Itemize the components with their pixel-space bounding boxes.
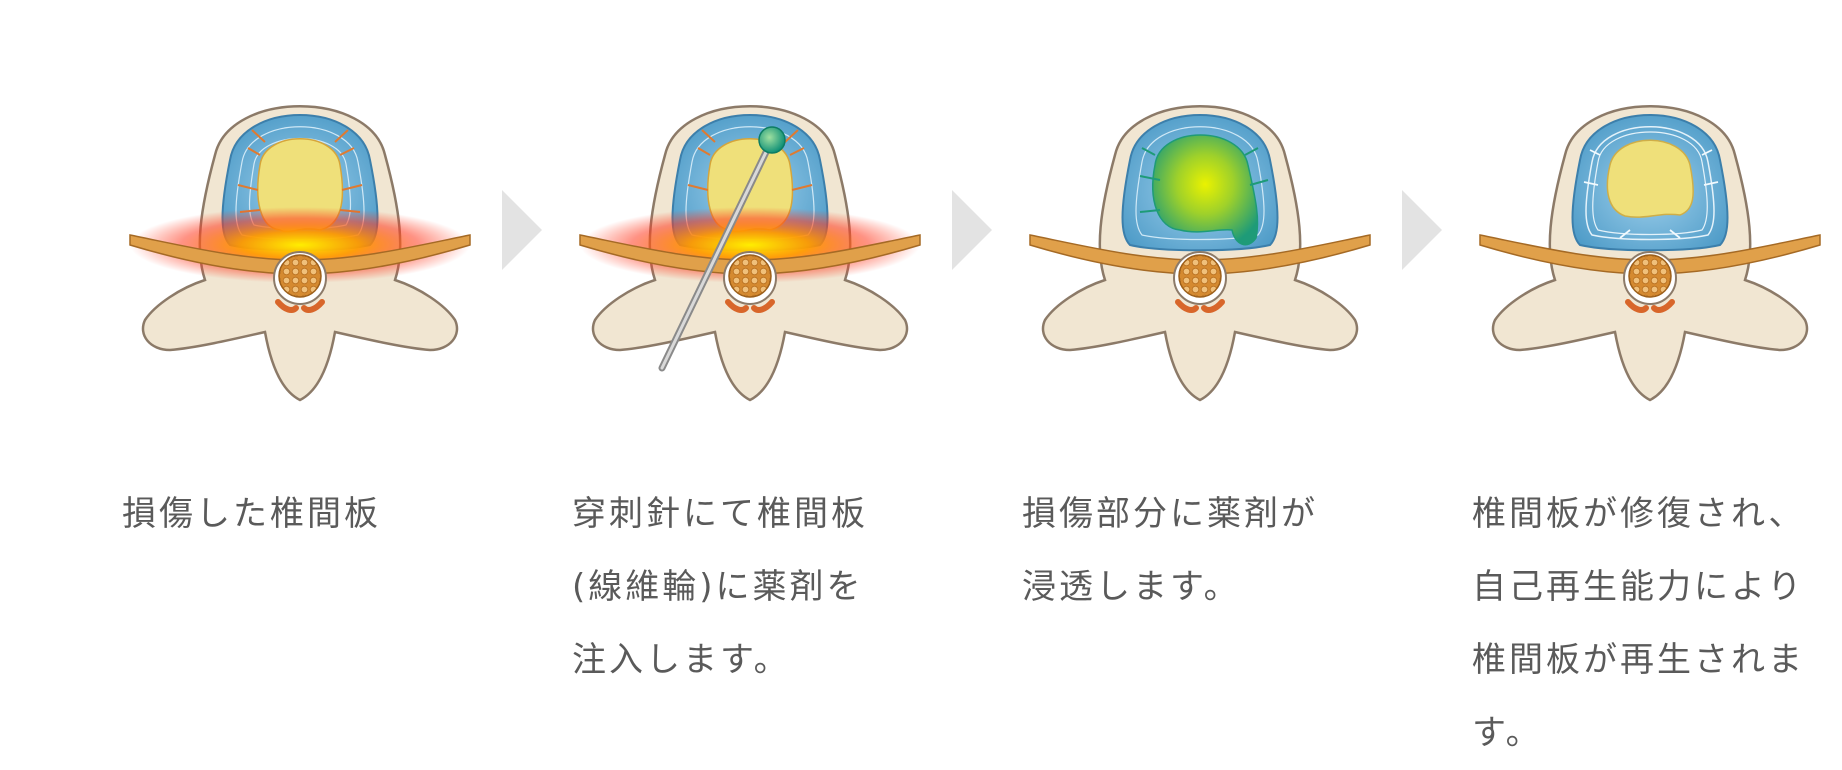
step-permeation: 損傷部分に薬剤が 浸透します。 (1020, 60, 1380, 624)
needle-injection-icon (579, 105, 921, 402)
step-regeneration: 椎間板が修復され、 自己再生能力により 椎間板が再生されま す。 (1470, 60, 1830, 770)
step-caption: 穿刺針にて椎間板 (線維輪)に薬剤を 注入します。 (572, 494, 868, 680)
drug-permeation-icon (1029, 105, 1371, 402)
regenerated-disc-icon (1479, 105, 1821, 402)
step-caption: 損傷部分に薬剤が 浸透します。 (1022, 494, 1318, 607)
step-caption: 損傷した椎間板 (122, 494, 381, 534)
step-caption: 椎間板が修復され、 自己再生能力により 椎間板が再生されま す。 (1472, 494, 1806, 753)
next-arrow-icon (952, 190, 992, 270)
next-arrow-icon (1402, 190, 1442, 270)
next-arrow-icon (502, 190, 542, 270)
step-damaged: 損傷した椎間板 (120, 60, 480, 551)
step-injection: 穿刺針にて椎間板 (線維輪)に薬剤を 注入します。 (570, 60, 930, 697)
damaged-disc-icon (129, 105, 471, 402)
